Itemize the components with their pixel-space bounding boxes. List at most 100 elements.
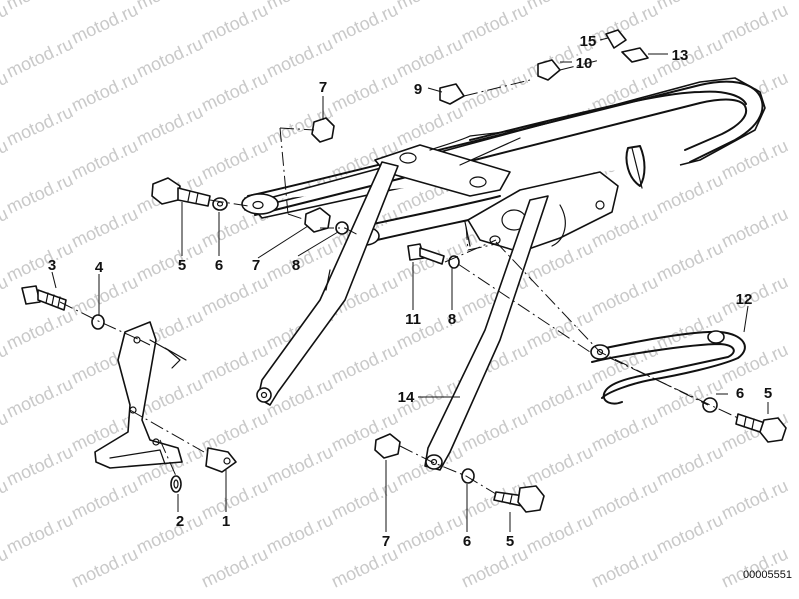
clip-10 (537, 59, 561, 81)
watermark-text: motod.ru (198, 543, 271, 591)
leader-lines (51, 37, 769, 532)
callout-13: 13 (672, 47, 689, 64)
watermark-text: motod.ru (393, 0, 466, 14)
watermark-text: motod.ru (68, 543, 141, 591)
callout-6-top: 6 (215, 257, 223, 274)
callout-3: 3 (48, 257, 56, 274)
callout-10: 10 (576, 55, 593, 72)
watermark-text: motod.ru (588, 407, 661, 455)
watermark-text: motod.ru (718, 0, 791, 48)
watermark-text: motod.ru (3, 169, 76, 217)
callout-2: 2 (176, 513, 184, 530)
callout-6-right: 6 (736, 385, 744, 402)
clip-15 (605, 29, 627, 49)
callout-labels: 1 2 3 4 5 6 7 8 7 9 10 11 8 12 13 14 15 … (48, 33, 772, 550)
watermark-text: motod.ru (3, 237, 76, 285)
watermark-text: motod.ru (68, 67, 141, 115)
callout-6-bottom: 6 (463, 533, 471, 550)
watermark-text: motod.ru (588, 543, 661, 591)
watermark-text: motod.ru (718, 203, 791, 251)
watermark-text: motod.ru (263, 509, 336, 557)
watermark-text: motod.ru (653, 441, 726, 489)
watermark-text: motod.ru (68, 0, 141, 48)
bolt-1 (205, 447, 237, 473)
watermark-text: motod.ru (198, 475, 271, 523)
watermark-text: motod.ru (198, 271, 271, 319)
watermark-text: motod.ru (523, 373, 596, 421)
watermark-text: motod.ru (588, 475, 661, 523)
bolt-3 (21, 285, 67, 311)
washer-8-mid (335, 221, 349, 235)
watermark-text: motod.ru (68, 475, 141, 523)
callout-11: 11 (405, 311, 421, 328)
watermark-text: motod.ru (458, 67, 531, 115)
watermark-text: motod.ru (718, 475, 791, 523)
washer-6-right (702, 397, 718, 413)
bolt-5-top (151, 177, 211, 207)
callout-7-top: 7 (319, 79, 327, 96)
watermark-text: motod.ru (3, 33, 76, 81)
watermark-text: motod.ru (198, 135, 271, 183)
callout-5-bottom: 5 (506, 533, 514, 550)
washer-4 (91, 314, 105, 330)
watermark-text: motod.ru (653, 33, 726, 81)
watermark-text: motod.ru (393, 101, 466, 149)
washer-6-bottom (461, 468, 475, 484)
watermark-text: motod.ru (3, 509, 76, 557)
bolt-11 (407, 243, 445, 265)
watermark-text: motod.ru (68, 203, 141, 251)
watermark-text: motod.ru (328, 67, 401, 115)
bolt-5-bottom (493, 485, 545, 513)
washer-6-top (212, 197, 228, 211)
watermark-text: motod.ru (458, 543, 531, 591)
watermark-text: motod.ru (523, 509, 596, 557)
watermark-text: motod.ru (718, 543, 791, 591)
watermark-text: motod.ru (523, 305, 596, 353)
watermark-text: motod.ru (198, 339, 271, 387)
watermark-text: motod.ru (3, 441, 76, 489)
watermark-text: motod.ru (198, 67, 271, 115)
fasteners (21, 29, 787, 513)
callout-1: 1 (222, 513, 230, 530)
watermark-text: motod.ru (523, 441, 596, 489)
watermark-text: motod.ru (3, 373, 76, 421)
callout-5-right: 5 (764, 385, 772, 402)
watermark-text: motod.ru (3, 0, 76, 14)
watermark-text: motod.ru (458, 407, 531, 455)
watermark-text: motod.ru (328, 475, 401, 523)
watermark-text: motod.ru (133, 101, 206, 149)
watermark-text: motod.ru (263, 0, 336, 14)
nut-7-top (311, 117, 335, 143)
watermark-text: motod.ru (328, 543, 401, 591)
callout-5-top: 5 (178, 257, 186, 274)
stud-13 (621, 47, 649, 63)
watermark-text: motod.ru (718, 271, 791, 319)
watermark-text: motod.ru (653, 169, 726, 217)
assembly-lines (59, 59, 739, 495)
watermark-text: motod.ru (328, 339, 401, 387)
watermark-text: motod.ru (3, 305, 76, 353)
watermark-text: motod.ru (328, 0, 401, 48)
watermark-text: motod.ru (133, 237, 206, 285)
callout-7-mid: 7 (252, 257, 260, 274)
watermark-text: motod.ru (393, 509, 466, 557)
watermark-text: motod.ru (523, 0, 596, 14)
cross-brace (374, 121, 546, 197)
callout-12: 12 (736, 291, 753, 308)
callout-8-right: 8 (448, 311, 456, 328)
watermark-text: motod.ru (653, 373, 726, 421)
watermark-text: motod.ru (653, 0, 726, 14)
callout-15: 15 (580, 33, 597, 50)
watermark-text: motod.ru (133, 0, 206, 14)
watermark-text: motod.ru (133, 509, 206, 557)
left-strut (256, 161, 399, 406)
watermark-text: motod.ru (133, 33, 206, 81)
watermark-text: motod.ru (588, 271, 661, 319)
watermark-text: motod.ru (198, 0, 271, 48)
drawing-number: 00005551 (743, 569, 792, 581)
callout-14: 14 (398, 389, 415, 406)
watermark-text: motod.ru (68, 135, 141, 183)
watermark-text: motod.ru (653, 509, 726, 557)
callout-4: 4 (95, 259, 104, 276)
